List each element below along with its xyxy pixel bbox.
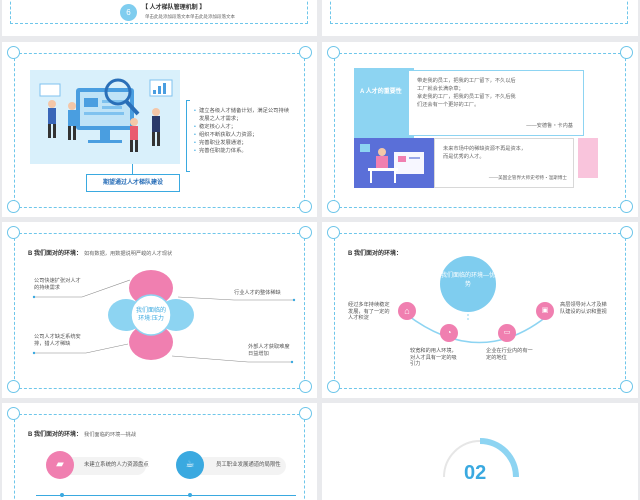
dashed-frame [334, 233, 626, 389]
timeline-line [36, 495, 296, 496]
connector-lines [32, 279, 296, 364]
slide-heading: 【 人才梯队管理机制 】 [142, 5, 206, 11]
quote2-box: 未来市场中的稀缺资源不再是资本， 而是优秀的人才。 ——美国企管界大师史考特・温… [434, 138, 574, 188]
slide-title: B 我们面对的环境： [348, 251, 403, 257]
center-label: 我们面临的环境—优势 [440, 273, 495, 288]
office-illustration [354, 138, 434, 188]
slide-title: B 我们面对的环境：我们面临的环境—挑战 [28, 429, 136, 438]
slide-section-02[interactable]: 02 [322, 403, 638, 500]
team-illustration [30, 70, 180, 164]
dashed-frame [330, 0, 628, 24]
advantage-item-1: 经过多年持续稳定发展，有了一定的人才积淀 [348, 302, 390, 321]
section-number: 02 [464, 462, 487, 484]
team-bullets: 建立各级人才储备计划，满足公司持续发展之人才需求； 稳定核心人才； 组织不断获取… [194, 107, 294, 155]
importance-tag-label: A 人才的重要性 [360, 89, 402, 95]
bullet-item: 完善职业发展通道； [194, 139, 294, 147]
pink-accent-block [578, 138, 598, 178]
corner-ring [327, 226, 340, 239]
bullet-bracket [186, 100, 190, 172]
challenge-item-2: 员工职业发展通道的局限性 [216, 462, 281, 468]
pressure-item-2: 行业人才的整体稀缺 [234, 290, 281, 296]
timeline-dot [188, 493, 192, 497]
corner-ring [299, 46, 312, 59]
folder-icon: ▭ [498, 324, 516, 342]
caption-connector [132, 164, 133, 174]
dashed-frame [14, 233, 305, 389]
quote1-author: ——安德鲁・卡内基 [526, 123, 573, 129]
slide-advantage[interactable]: B 我们面对的环境： 我们面临的环境—优势 ⌂ ◔ ▭ ▣ 经过多年持续稳定发展… [322, 222, 638, 398]
cup-icon: ☕ [176, 451, 204, 479]
corner-ring [327, 46, 340, 59]
bullet-item: 建立各级人才储备计划，满足公司持续发展之人才需求； [194, 107, 294, 123]
corner-ring [7, 46, 20, 59]
corner-ring [299, 407, 312, 420]
quote1-line: 工厂就会长满杂草； [417, 86, 464, 92]
pressure-item-1: 公司快速扩张对人才的持续需求 [34, 278, 81, 291]
quote1-box: 带走我的员工，把我的工厂留下，不久以后 工厂就会长满杂草； 拿走我的工厂，把我的… [408, 70, 584, 136]
quote1-line: 拿走我的工厂，把我的员工留下，不久后我 [417, 94, 516, 100]
dashed-frame [10, 0, 308, 24]
corner-ring [7, 380, 20, 393]
dashed-frame [334, 53, 626, 208]
corner-ring [327, 200, 340, 213]
slide-challenge[interactable]: B 我们面对的环境：我们面临的环境—挑战 ▰ 未建立系统的人力资源盘点 ☕ 员工… [2, 403, 317, 500]
subtitle-text: 我们面临的环境—挑战 [84, 432, 136, 438]
corner-ring [299, 226, 312, 239]
quote2-line: 未来市场中的稀缺资源不再是资本， [443, 146, 527, 152]
corner-ring [299, 200, 312, 213]
corner-ring [620, 380, 633, 393]
briefcase-icon: ▣ [536, 302, 554, 320]
bullet-item: 组织不断获取人力资源； [194, 131, 294, 139]
corner-ring [7, 226, 20, 239]
corner-ring [7, 407, 20, 420]
quote1-line: 带走我的员工，把我的工厂留下，不久以后 [417, 78, 516, 84]
advantage-item-3: 企业在行业内的有一定的地位 [486, 348, 533, 361]
center-circle: 我们面临的环境—优势 [440, 256, 496, 312]
corner-ring [620, 200, 633, 213]
slide-number-badge: 6 [120, 4, 137, 21]
title-text: B 我们面对的环境： [28, 251, 83, 257]
home-icon: ⌂ [398, 302, 416, 320]
pressure-item-4: 外部人才获取难度日益增加 [248, 344, 290, 357]
pie-chart-icon: ◔ [440, 324, 458, 342]
quote2-author: ——美国企管界大师史考特・温斯博士 [488, 175, 567, 180]
slide-subtext: 单击此处添加段落文本单击此处添加段落文本 [145, 14, 235, 19]
flower-diagram [108, 270, 194, 360]
quote1-line: 们还会有一个更好的工厂。 [417, 102, 480, 108]
pressure-item-3: 公司人才缺乏系统安排，猎人才稀缺 [34, 334, 81, 347]
section-ring [443, 438, 519, 478]
truck-icon: ▰ [46, 451, 74, 479]
quote2-line: 而是优秀的人才。 [443, 154, 485, 160]
center-label: 我们面临的环境:压力 [135, 308, 166, 322]
corner-ring [620, 46, 633, 59]
subtitle-text: 如有数据，用数据说明严峻的人才现状 [84, 251, 173, 257]
slide-team-building[interactable]: 期望通过人才梯队建设 建立各级人才储备计划，满足公司持续发展之人才需求； 稳定核… [2, 42, 317, 217]
advantage-item-4: 高层领导对人才及梯队建设的认识和重视 [560, 302, 607, 315]
bullet-item: 稳定核心人才； [194, 123, 294, 131]
importance-tag: A 人才的重要性 [354, 68, 414, 138]
slide-pressure[interactable]: B 我们面对的环境：如有数据，用数据说明严峻的人才现状 我们面临的环境:压力 公… [2, 222, 317, 398]
dashed-frame [14, 53, 305, 208]
slide-partial-right[interactable] [322, 0, 638, 36]
slide-talent-importance[interactable]: A 人才的重要性 带走我的员工，把我的工厂留下，不久以后 工厂就会长满杂草； 拿… [322, 42, 638, 217]
bullet-item: 完善任职能力体系。 [194, 147, 294, 155]
challenge-item-1: 未建立系统的人力资源盘点 [84, 462, 149, 468]
timeline-dot [60, 493, 64, 497]
slide-title: B 我们面对的环境：如有数据，用数据说明严峻的人才现状 [28, 248, 172, 257]
advantage-item-2: 较宽和的用人环境，对人才具有一定的吸引力 [410, 348, 457, 367]
slide-talent-mechanism[interactable]: 6 【 人才梯队管理机制 】 单击此处添加段落文本单击此处添加段落文本 [2, 0, 317, 36]
corner-ring [327, 380, 340, 393]
title-text: B 我们面对的环境： [28, 432, 83, 438]
corner-ring [7, 200, 20, 213]
dashed-frame [14, 414, 305, 500]
corner-ring [299, 380, 312, 393]
caption-box: 期望通过人才梯队建设 [86, 174, 180, 192]
corner-ring [620, 226, 633, 239]
